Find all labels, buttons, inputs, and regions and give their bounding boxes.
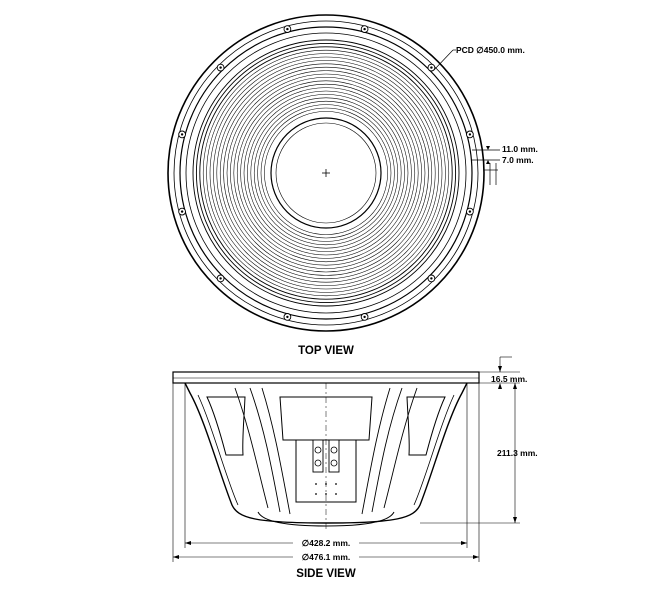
surround-ring [253,100,399,246]
surround-ring [230,77,422,269]
surround-ring [226,73,426,273]
surround-ring [209,56,443,290]
surround-ring [260,107,392,239]
top-view-title: TOP VIEW [298,345,354,357]
basket-window-center [279,396,373,441]
surround-ring [223,70,429,276]
surround-ring [243,90,409,256]
surround-ring [216,63,436,283]
surround-ring-outer [185,32,467,314]
pcd-dimension: PCD ∅450.0 mm. [433,45,525,71]
terminal-left [312,439,324,473]
top-view: PCD ∅450.0 mm. 11.0 mm. 7.0 mm. TOP VIEW [167,14,538,357]
mount-hole-icon [178,130,186,139]
surround-ring [236,83,416,263]
side-view: 16.5 mm. 211.3 mm. ∅428.2 mm. ∅476 [172,356,538,580]
baffle-cutout-dimension: ∅428.2 mm. [184,383,468,548]
surround-ring [192,39,460,307]
outer-frame-ring [167,14,485,332]
mount-hole-icon [283,25,292,33]
overall-diameter-label: ∅476.1 mm. [302,552,351,562]
terminal-dot [335,483,337,485]
basket-rib-left [234,387,291,515]
terminal-dot [335,493,337,495]
depth-dimension: 211.3 mm. [420,383,538,524]
mount-holes [178,25,474,321]
mount-hole-icon [216,274,225,283]
surround-ring [250,97,402,249]
mount-hole-icon [427,274,436,283]
mount-hole-icon [466,130,474,139]
slot-width-label: 7.0 mm. [502,155,534,165]
terminal-dot [315,483,317,485]
surround-ring [257,104,395,242]
surround-ring [264,111,388,235]
mount-hole-icon [427,63,436,72]
surround-ring [247,94,405,252]
crosshair-icon [322,169,330,177]
surround-rings [192,39,460,307]
terminal-dot [315,493,317,495]
frame-inner-ring [173,20,479,326]
surround-ring [202,49,450,297]
basket-rib-right [361,387,418,515]
surround-ring [233,80,419,266]
mount-hole-icon [283,313,292,321]
mount-hole-icon [178,207,186,216]
pcd-label: PCD ∅450.0 mm. [456,45,525,55]
side-view-title: SIDE VIEW [296,568,356,580]
mounting-flange [172,371,480,384]
surround-ring [206,53,446,293]
mount-hole-icon [360,25,369,33]
dust-cap-inner-ring [275,122,377,224]
surround-ring [219,66,433,280]
gasket-ring [179,26,473,320]
mount-hole-icon [360,313,369,321]
flange-thickness-dimension: 16.5 mm. [479,356,527,389]
slot-dimension: 11.0 mm. 7.0 mm. [472,144,538,185]
surround-ring [199,46,453,300]
mount-hole-icon [466,207,474,216]
surround-ring [195,42,457,304]
overall-diameter-dimension: ∅476.1 mm. [172,383,480,562]
terminal-right [328,439,340,473]
surround-ring [213,60,439,286]
surround-ring [240,87,412,259]
terminal-dot [325,493,327,495]
flange-thickness-label: 16.5 mm. [491,374,527,384]
mount-hole-icon [216,63,225,72]
basket-window-left [206,396,246,456]
depth-label: 211.3 mm. [497,448,538,458]
slot-length-label: 11.0 mm. [502,144,538,154]
basket-window-right [406,396,446,456]
baffle-cutout-label: ∅428.2 mm. [302,538,351,548]
